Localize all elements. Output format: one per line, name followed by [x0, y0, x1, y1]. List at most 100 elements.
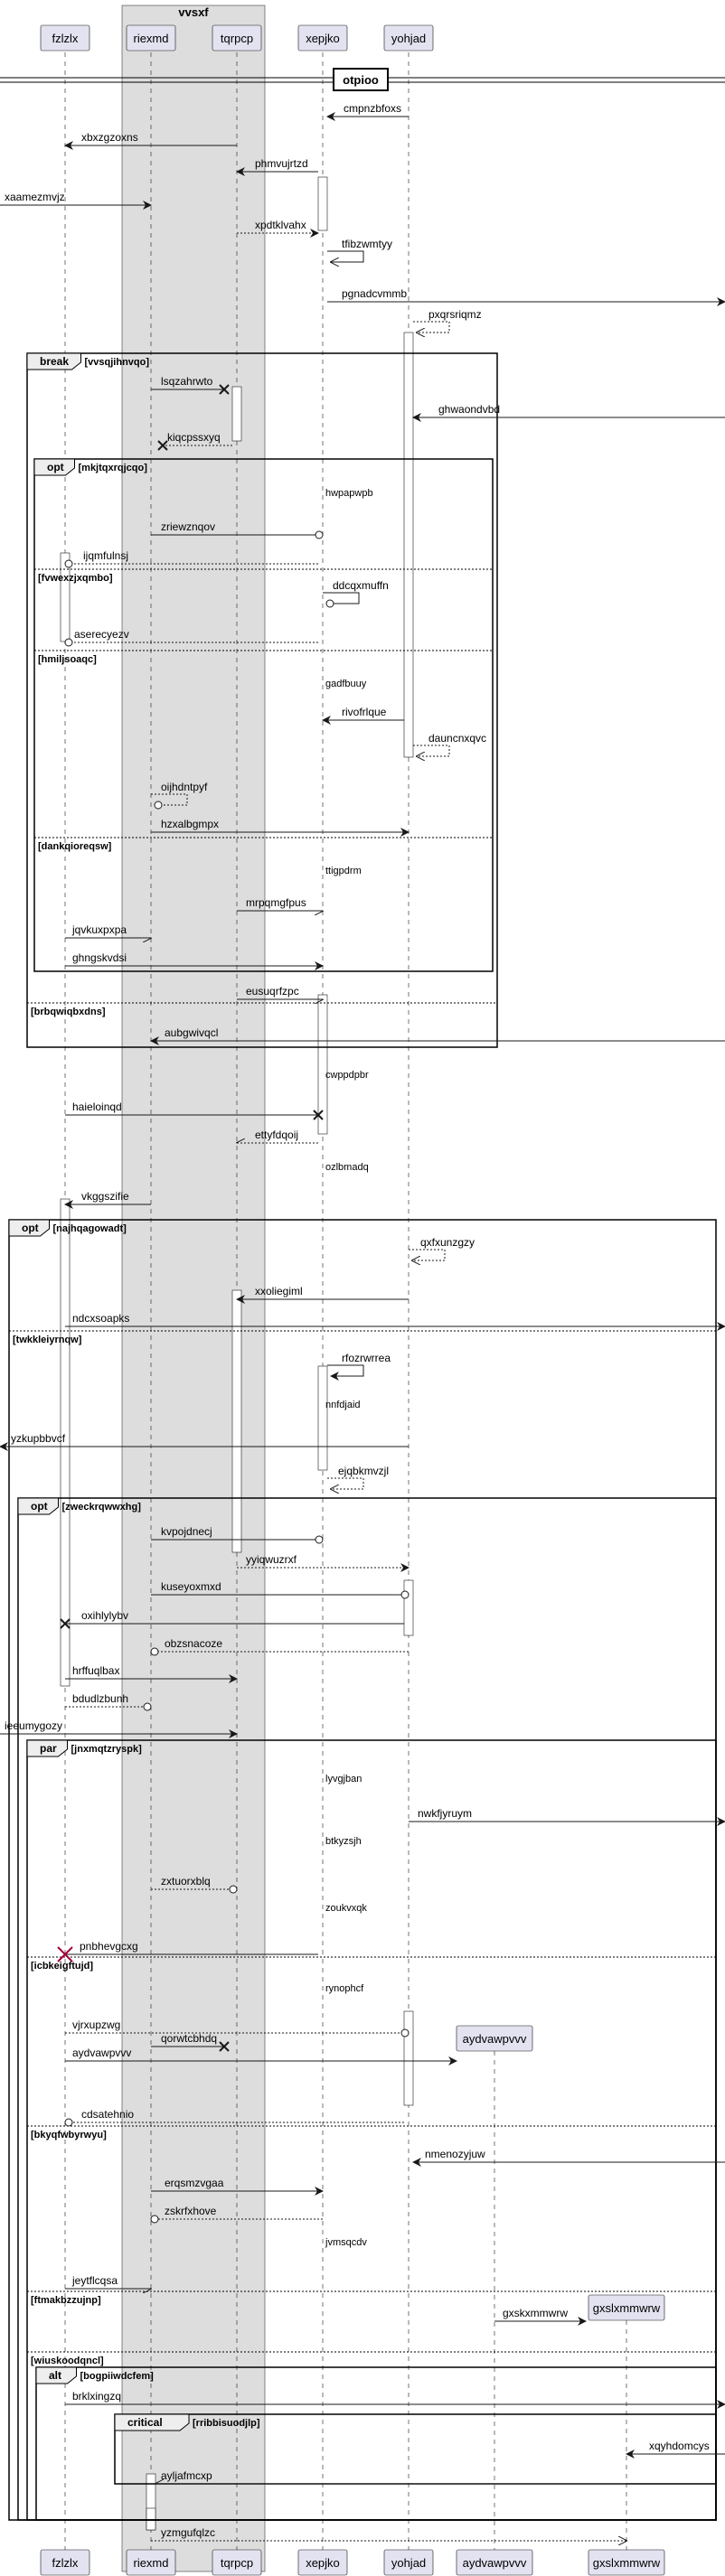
- message-m35[interactable]: yyiqwuzrxf: [237, 1553, 410, 1572]
- message-m46[interactable]: aydvawpvvv: [65, 2047, 457, 2065]
- message-m39[interactable]: hrffuqlbax: [65, 1664, 238, 1683]
- message-m34[interactable]: kvpojdnecj: [151, 1525, 324, 1544]
- message-label: gxskxmmwrw: [503, 2307, 568, 2319]
- participant-fzlzlx-bottom[interactable]: fzlzlx: [40, 2549, 90, 2576]
- message-m28[interactable]: qxfxunzgzy: [409, 1236, 475, 1260]
- participant-tqrpcp-bottom[interactable]: tqrpcp: [212, 2549, 262, 2576]
- message-m23[interactable]: eusuqrfzpc: [237, 985, 323, 999]
- message-m40[interactable]: bdudlzbunh: [65, 1692, 152, 1711]
- message-label: pxqrsriqmz: [428, 308, 482, 321]
- message-m54[interactable]: brklxingzq: [65, 2390, 725, 2409]
- participant-box-shape: [456, 2549, 533, 2576]
- message-m4[interactable]: xaamezmvjz: [0, 191, 152, 210]
- message-label: nwkfjyruym: [418, 1807, 472, 1820]
- message-m50[interactable]: erqsmzvgaa: [151, 2177, 324, 2196]
- message-m12[interactable]: zriewznqov: [151, 520, 324, 539]
- message-m33[interactable]: ejqbkmvzjl: [327, 1465, 389, 1489]
- message-m26[interactable]: ettyfdqoij: [237, 1129, 318, 1144]
- message-m10[interactable]: ghwaondvbd: [412, 403, 725, 422]
- message-m49[interactable]: nmenozyjuw: [412, 2148, 725, 2167]
- participant-aydvawpvvv-created[interactable]: aydvawpvvv: [456, 2025, 533, 2052]
- message-m51[interactable]: zskrfxhove: [150, 2205, 323, 2224]
- message-m19[interactable]: hzxalbgmpx: [151, 818, 410, 837]
- message-m24[interactable]: aubgwivqcl: [150, 1026, 725, 1045]
- message-m32[interactable]: yzkupbbvcf: [0, 1432, 409, 1451]
- message-m56[interactable]: ayljafmcxp: [155, 2469, 626, 2485]
- message-m43[interactable]: zxtuorxblq: [151, 1875, 238, 1894]
- message-m31[interactable]: rfozrwrrea: [327, 1352, 391, 1381]
- participant-gxslxmmwrw-bottom[interactable]: gxslxmmwrw: [588, 2549, 665, 2576]
- participant-gxslxmmwrw-created[interactable]: gxslxmmwrw: [588, 2294, 665, 2321]
- fragment-guard: [vvsqjihnvqo]: [85, 357, 150, 368]
- message-m20[interactable]: mrpqmgfpus: [237, 896, 323, 911]
- participant-tqrpcp-top[interactable]: tqrpcp: [212, 24, 262, 52]
- message-m6[interactable]: tfibzwmtyy: [327, 238, 392, 262]
- message-label: nmenozyjuw: [425, 2148, 485, 2160]
- participant-riexmd-bottom[interactable]: riexmd: [126, 2549, 176, 2576]
- message-label: kiqcpssxyq: [167, 431, 221, 444]
- message-m9[interactable]: lsqzahrwto: [151, 375, 230, 395]
- message-arrow: [151, 793, 188, 810]
- activation-bar: [146, 2507, 156, 2531]
- message-label: zskrfxhove: [165, 2205, 217, 2217]
- message-label: eusuqrfzpc: [246, 985, 299, 998]
- message-m13[interactable]: ijqmfulnsj: [64, 549, 318, 568]
- message-label: kvpojdnecj: [161, 1525, 212, 1538]
- fragment-section: [dankqioreqsw]: [34, 837, 493, 852]
- message-m27[interactable]: vkggszifie: [64, 1190, 151, 1209]
- fragment-tab: [114, 2413, 190, 2431]
- message-m55[interactable]: xqyhdomcys: [626, 2440, 725, 2459]
- message-m44[interactable]: pnbhevgcxg: [57, 1940, 318, 1962]
- fragment-section: [ftmakbzzujnp]: [27, 2290, 716, 2306]
- participant-yohjad-bottom[interactable]: yohjad: [383, 2549, 434, 2576]
- fragment-kind: opt: [22, 1222, 39, 1234]
- message-m8[interactable]: pxqrsriqmz: [413, 308, 482, 333]
- message-label: ghngskvdsi: [72, 951, 127, 964]
- message-m37[interactable]: oxihlylybv: [60, 1609, 404, 1629]
- message-m11[interactable]: kiqcpssxyq: [157, 431, 232, 451]
- message-m15[interactable]: aserecyezv: [64, 628, 318, 647]
- message-m57[interactable]: yzmgufqlzc: [151, 2526, 626, 2541]
- message-label: xpdtklvahx: [255, 219, 306, 231]
- message-m2[interactable]: xbxzgzoxns: [64, 131, 237, 150]
- message-label: ettyfdqoij: [255, 1129, 298, 1141]
- message-label: jeytflcqsa: [71, 2274, 118, 2287]
- message-m41[interactable]: ieeumygozy: [0, 1719, 238, 1738]
- participant-yohjad-top[interactable]: yohjad: [383, 24, 434, 52]
- message-label: ayljafmcxp: [161, 2469, 212, 2482]
- message-m3[interactable]: phmvujrtzd: [236, 157, 318, 176]
- message-m45[interactable]: vjrxupzwg: [65, 2019, 410, 2037]
- message-m38[interactable]: obzsnacoze: [150, 1637, 409, 1656]
- message-m30[interactable]: ndcxsoapks: [65, 1312, 725, 1331]
- message-m52[interactable]: jeytflcqsa: [65, 2274, 151, 2289]
- message-m53[interactable]: gxskxmmwrw: [494, 2307, 587, 2326]
- participant-box-title: vvsxf: [178, 5, 209, 19]
- message-m7[interactable]: pgnadcvmmb: [327, 287, 725, 306]
- participant-aydvawpvvv-bottom[interactable]: aydvawpvvv: [456, 2549, 533, 2576]
- message-m22[interactable]: ghngskvdsi: [65, 951, 324, 970]
- message-m1[interactable]: cmpnzbfoxs: [326, 102, 409, 121]
- activation-bar: [403, 1579, 414, 1636]
- participant-riexmd-top[interactable]: riexmd: [126, 24, 176, 52]
- message-m25[interactable]: haieloinqd: [65, 1101, 324, 1120]
- message-m21[interactable]: jqvkuxpxpa: [65, 923, 151, 938]
- participant-label: tqrpcp: [221, 32, 253, 45]
- message-m17[interactable]: dauncnxqvc: [413, 732, 486, 756]
- activation-bar: [403, 332, 414, 758]
- message-arrow: [413, 745, 450, 756]
- participant-xepjko-top[interactable]: xepjko: [297, 24, 348, 52]
- message-m29[interactable]: xxoliegiml: [236, 1285, 409, 1304]
- message-m48[interactable]: cdsatehnio: [64, 2108, 404, 2127]
- message-m14[interactable]: ddcqxmuffn: [323, 579, 389, 608]
- message-m5[interactable]: xpdtklvahx: [237, 219, 319, 238]
- message-m18[interactable]: oijhdntpyf: [151, 781, 208, 810]
- message-m42[interactable]: nwkfjyruym: [409, 1807, 725, 1826]
- participant-xepjko-bottom[interactable]: xepjko: [297, 2549, 348, 2576]
- message-label: xxoliegiml: [255, 1285, 303, 1297]
- participant-fzlzlx-top[interactable]: fzlzlx: [40, 24, 90, 52]
- message-m36[interactable]: kuseyoxmxd: [151, 1580, 410, 1599]
- participant-box-shape: [212, 2549, 262, 2576]
- message-m16[interactable]: rivofrlque: [322, 706, 404, 725]
- message-m47[interactable]: qorwtcbhdq: [151, 2032, 230, 2052]
- fragment-section: [fvwexzjxqmbo]: [34, 568, 493, 584]
